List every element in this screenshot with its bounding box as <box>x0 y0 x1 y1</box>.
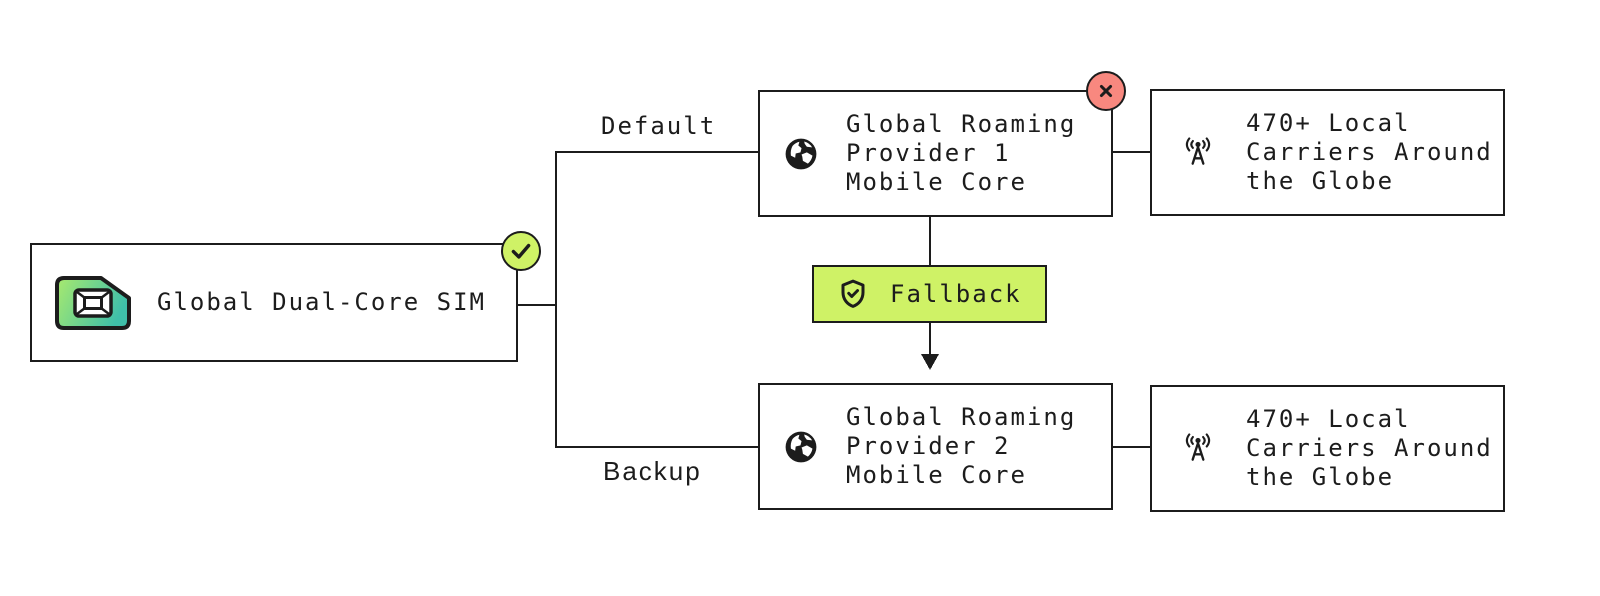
trunk-branch-lines <box>555 151 758 448</box>
carriers-bottom-label: 470+ Local Carriers Around the Globe <box>1246 405 1493 491</box>
shield-check-icon <box>838 278 868 310</box>
edge-label-default: Default <box>601 112 717 140</box>
node-carriers-bottom: 470+ Local Carriers Around the Globe <box>1150 385 1505 512</box>
provider-1-label: Global Roaming Provider 1 Mobile Core <box>846 110 1077 196</box>
x-icon <box>1095 80 1117 102</box>
check-icon <box>508 238 534 264</box>
fallback-label: Fallback <box>890 279 1022 308</box>
carriers-top-label: 470+ Local Carriers Around the Globe <box>1246 109 1493 195</box>
node-global-dual-core-sim: Global Dual-Core SIM <box>30 243 518 362</box>
globe-icon <box>784 137 818 171</box>
status-badge-failed <box>1086 71 1126 111</box>
status-badge-active <box>501 231 541 271</box>
provider-2-label: Global Roaming Provider 2 Mobile Core <box>846 403 1077 489</box>
antenna-icon <box>1178 432 1218 465</box>
node-provider-1: Global Roaming Provider 1 Mobile Core <box>758 90 1113 217</box>
arrowhead <box>921 354 939 370</box>
sim-card-icon <box>55 275 131 330</box>
sim-label: Global Dual-Core SIM <box>157 288 486 316</box>
node-carriers-top: 470+ Local Carriers Around the Globe <box>1150 89 1505 216</box>
antenna-icon <box>1178 136 1218 169</box>
edge-label-backup: Backup <box>603 456 702 486</box>
fallback-node: Fallback <box>812 265 1047 323</box>
node-provider-2: Global Roaming Provider 2 Mobile Core <box>758 383 1113 510</box>
globe-icon <box>784 430 818 464</box>
